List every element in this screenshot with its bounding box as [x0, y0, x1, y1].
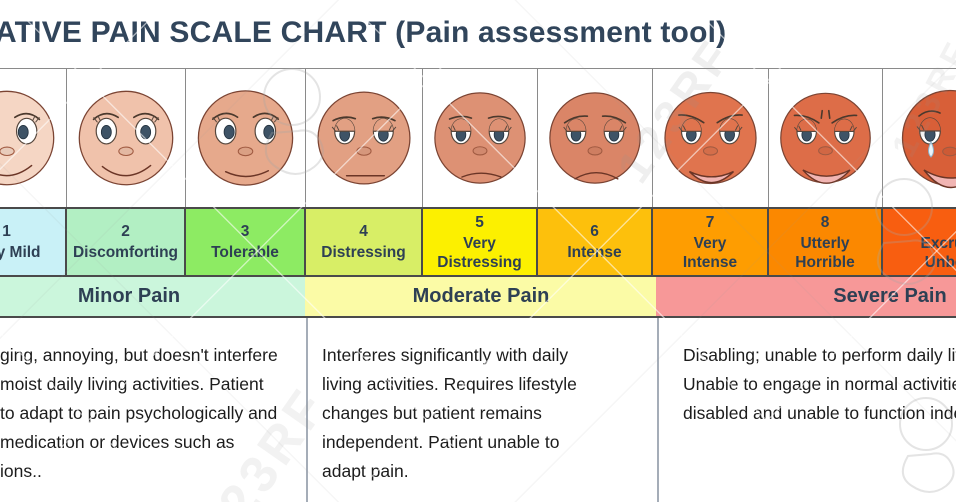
description-line: adapt pain. [322, 461, 409, 481]
description-line: disabled and unable to function indep [683, 403, 956, 423]
pain-level-number: 2 [121, 223, 130, 240]
band-severe-pain: Severe Pain [656, 275, 956, 318]
pain-face-cell-1 [0, 68, 67, 207]
pain-level-number: 3 [240, 223, 250, 240]
pain-level-label: Discomforting [72, 244, 179, 261]
pain-face-icon-7 [664, 91, 757, 184]
pain-level-number: 5 [475, 213, 484, 231]
pain-level-cell-1: 1Very Mild [0, 207, 67, 275]
description-line: to adapt to pain psychologically and [0, 403, 278, 423]
pain-level-label: Tolerable [211, 244, 279, 261]
band-minor-pain: Minor Pain [0, 275, 307, 318]
pain-face-icon-3 [197, 89, 294, 186]
band-moderate-label: Moderate Pain [412, 284, 550, 307]
band-severe-label: Severe Pain [833, 284, 947, 307]
pain-face-cell-8 [769, 68, 883, 207]
description-line: Disabling; unable to perform daily liv [683, 345, 956, 365]
column-divider-left [306, 318, 308, 502]
description-line: medication or devices such as [0, 432, 235, 452]
pain-face-icon-8 [780, 92, 871, 184]
band-minor-label: Minor Pain [77, 284, 181, 307]
pain-level-number: 8 [820, 213, 830, 231]
pain-face-icon-5 [434, 91, 526, 184]
pain-level-label: Utterly Horrible [795, 234, 855, 271]
band-moderate-pain: Moderate Pain [305, 275, 658, 318]
description-minor-pain: ging, annoying, but doesn't interfere moi… [0, 341, 278, 486]
pain-face-cell-2 [67, 68, 186, 207]
pain-face-cell-9 [883, 68, 956, 207]
pain-face-icon-2 [78, 90, 174, 185]
pain-level-number: 1 [2, 223, 11, 240]
pain-face-cell-4 [306, 68, 423, 207]
pain-level-number: 7 [705, 213, 715, 231]
description-line: independent. Patient unable to [322, 432, 560, 452]
pain-level-number: 6 [590, 223, 599, 240]
description-line: ging, annoying, but doesn't interfere [0, 345, 278, 365]
pain-face-cell-6 [538, 68, 653, 207]
pain-level-label: Excruciating Unbearable [920, 234, 956, 271]
description-line: Unable to engage in normal activities [683, 374, 956, 394]
description-line: moist daily living activities. Patient [0, 374, 264, 394]
description-line: changes but patient remains [322, 403, 542, 423]
description-moderate-pain: Interferes significantly with daily livin… [322, 341, 577, 486]
pain-level-label: Very Distressing [437, 234, 522, 271]
pain-face-icon-9 [901, 89, 956, 188]
description-line: Interferes significantly with daily [322, 345, 569, 365]
pain-face-icon-1 [0, 90, 55, 185]
pain-face-cell-5 [423, 68, 538, 207]
page-title: ATIVE PAIN SCALE CHART (Pain assessment … [0, 16, 727, 49]
pain-level-number: 4 [359, 223, 368, 240]
column-divider-right [657, 318, 659, 502]
description-line: living activities. Requires lifestyle [322, 374, 577, 394]
pain-level-label: Intense [567, 244, 622, 261]
pain-level-cell-9: 9Excruciating Unbearable [883, 207, 956, 275]
pain-level-label: Very Intense [682, 234, 738, 271]
pain-face-icon-6 [549, 91, 641, 184]
pain-level-label: Distressing [321, 244, 406, 261]
pain-face-icon-4 [317, 90, 411, 185]
description-line: ions.. [0, 461, 42, 481]
pain-face-cell-7 [653, 68, 769, 207]
pain-scale-table: 1Very Mild2Discomforting3Tolerable4Distr… [0, 68, 956, 275]
pain-face-cell-3 [186, 68, 306, 207]
pain-level-label: Very Mild [0, 244, 41, 261]
